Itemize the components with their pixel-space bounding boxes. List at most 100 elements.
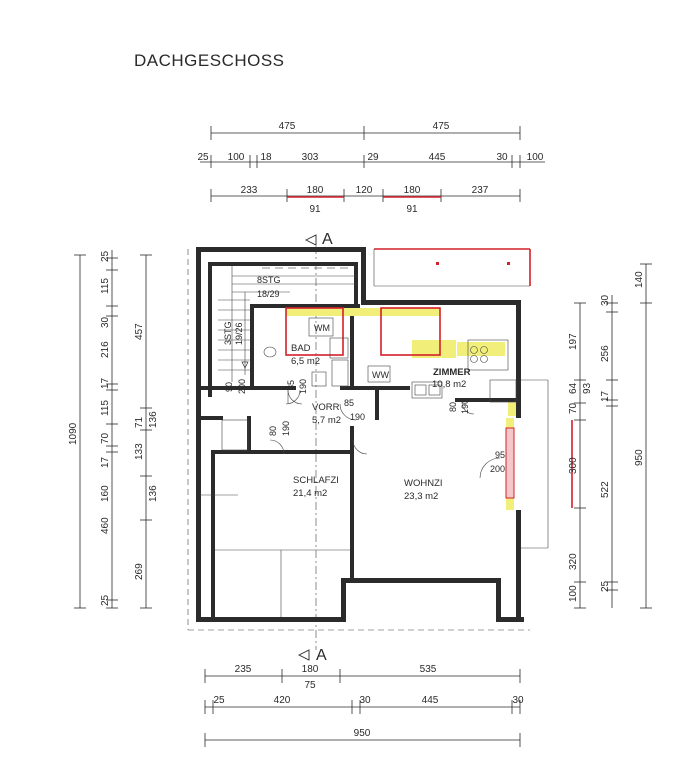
dim-left-i7: 70 — [100, 432, 111, 444]
dim-top-2d: 303 — [302, 152, 319, 163]
top-dimensions: 475 475 25 100 18 303 29 445 30 100 233 … — [197, 121, 545, 215]
bath-name: BAD — [291, 343, 311, 354]
bedroom-area: 21,4 m2 — [293, 488, 327, 499]
dim-left-i9: 160 — [100, 485, 111, 502]
dim-top-3d: 180 — [404, 185, 421, 196]
doors — [269, 389, 501, 479]
dim-bot-2a: 25 — [213, 695, 225, 706]
door-dim-3: 85 — [286, 380, 296, 390]
dim-right-i3: 64 — [568, 382, 579, 394]
living-name: WOHNZI — [404, 478, 443, 489]
walls — [196, 247, 524, 622]
dim-top-2b: 100 — [228, 152, 245, 163]
room-labels: 8STG 18/29 3STG 19/26 BAD 6,5 m2 ZIMMER … — [223, 275, 471, 502]
dim-bot-1a: 235 — [235, 664, 252, 675]
dim-right-m4: 522 — [600, 481, 611, 498]
door-dim-7: 80 — [268, 426, 278, 436]
dim-right-i5: 70 — [568, 402, 579, 414]
door-dim-9: 80 — [448, 402, 458, 412]
section-label-bottom: A — [316, 647, 327, 664]
stairs-size: 18/29 — [257, 289, 280, 299]
bottom-dimensions: 235 180 535 75 25 420 30 445 30 950 — [204, 664, 524, 747]
dim-left-i1: 25 — [100, 250, 111, 262]
living-area: 23,3 m2 — [404, 491, 438, 502]
dim-bot-2c: 30 — [359, 695, 371, 706]
door-dim-1: 90 — [224, 382, 234, 392]
stairs — [218, 266, 358, 382]
dim-right-m5: 25 — [600, 580, 611, 592]
dim-top-3f: 91 — [309, 204, 321, 215]
dim-top-2a: 25 — [197, 152, 209, 163]
kitchen-fixtures — [411, 339, 517, 403]
dim-left-i3: 30 — [100, 316, 111, 328]
hall-area: 5,7 m2 — [312, 415, 341, 426]
dim-right-m3: 93 — [582, 382, 593, 394]
dim-top-2g: 30 — [496, 152, 508, 163]
room-area: 10,8 m2 — [432, 379, 466, 390]
right-dimensions: 197 64 70 300 320 100 30 256 93 17 522 2… — [568, 263, 652, 609]
dim-left-m6: 269 — [134, 563, 145, 580]
door-dim-12: 200 — [490, 464, 505, 474]
dim-bot-2d: 445 — [422, 695, 439, 706]
dim-top-3b: 180 — [307, 185, 324, 196]
section-mark-bottom: A — [297, 647, 327, 664]
roof-outline — [187, 249, 549, 631]
door-dim-5: 85 — [344, 398, 354, 408]
bath-fixtures: WM WW — [263, 317, 391, 387]
dim-top-2f: 445 — [429, 152, 446, 163]
section-mark-top: A — [304, 231, 333, 248]
dim-left-i5: 17 — [100, 377, 111, 389]
dim-bot-1b: 180 — [302, 664, 319, 675]
door-dim-8: 190 — [281, 421, 291, 436]
ww-label: WW — [372, 370, 389, 380]
left-dimensions: 1090 25 115 30 216 17 115 70 17 160 460 … — [68, 250, 159, 609]
dim-left-m4: 133 — [134, 443, 145, 460]
door-dim-4: 190 — [298, 379, 308, 394]
bedroom-name: SCHLAFZI — [293, 475, 339, 486]
dim-left-m1: 457 — [134, 323, 145, 340]
dim-bot-1c: 535 — [420, 664, 437, 675]
dim-bot-3: 950 — [354, 728, 371, 739]
dim-top-2c: 18 — [260, 152, 272, 163]
stairs2-size: 19/26 — [234, 322, 244, 345]
hall-name: VORR — [312, 402, 340, 413]
red-windows — [285, 307, 573, 508]
dim-right-m1: 140 — [634, 271, 645, 288]
wm-label: WM — [314, 323, 330, 333]
dim-left-i10: 460 — [100, 517, 111, 534]
dim-top-2h: 100 — [527, 152, 544, 163]
dim-right-i8: 100 — [568, 585, 579, 602]
dim-right-i4: 17 — [600, 390, 611, 402]
section-label-top: A — [322, 231, 333, 248]
dim-right-i6: 300 — [568, 457, 579, 474]
stairs2-name: 3STG — [223, 321, 233, 345]
door-dim-2: 200 — [237, 379, 247, 394]
stairs-name: 8STG — [257, 275, 281, 285]
dim-right-i2: 197 — [568, 333, 579, 350]
dim-top-3a: 233 — [241, 185, 258, 196]
dim-top-3e: 237 — [472, 185, 489, 196]
dim-bot-2e: 30 — [512, 695, 524, 706]
door-dim-11: 95 — [495, 450, 505, 460]
dim-right-m2: 256 — [600, 345, 611, 362]
dim-right-outer: 950 — [634, 449, 645, 466]
plan-title: DACHGESCHOSS — [134, 51, 285, 70]
door-dimensions: 90 200 85 190 85 190 80 190 80 190 95 20… — [224, 379, 505, 474]
dim-left-m3: 136 — [148, 411, 159, 428]
dim-top-1a: 475 — [279, 121, 296, 132]
dim-right-i1: 30 — [600, 294, 611, 306]
door-dim-6: 190 — [350, 412, 365, 422]
door-dim-10: 190 — [460, 399, 470, 414]
dim-bot-1d: 75 — [304, 680, 316, 691]
dim-top-1b: 475 — [433, 121, 450, 132]
dormer-outline — [373, 248, 531, 287]
dim-bot-2b: 420 — [274, 695, 291, 706]
dim-left-i2: 115 — [100, 278, 111, 294]
dim-top-2e: 29 — [367, 152, 379, 163]
dim-left-outer: 1090 — [68, 422, 79, 445]
dim-top-3g: 91 — [406, 204, 418, 215]
room-name: ZIMMER — [433, 367, 471, 378]
dim-left-m2: 71 — [134, 416, 145, 428]
dim-left-m5: 136 — [148, 485, 159, 502]
dim-left-i11: 25 — [100, 594, 111, 606]
